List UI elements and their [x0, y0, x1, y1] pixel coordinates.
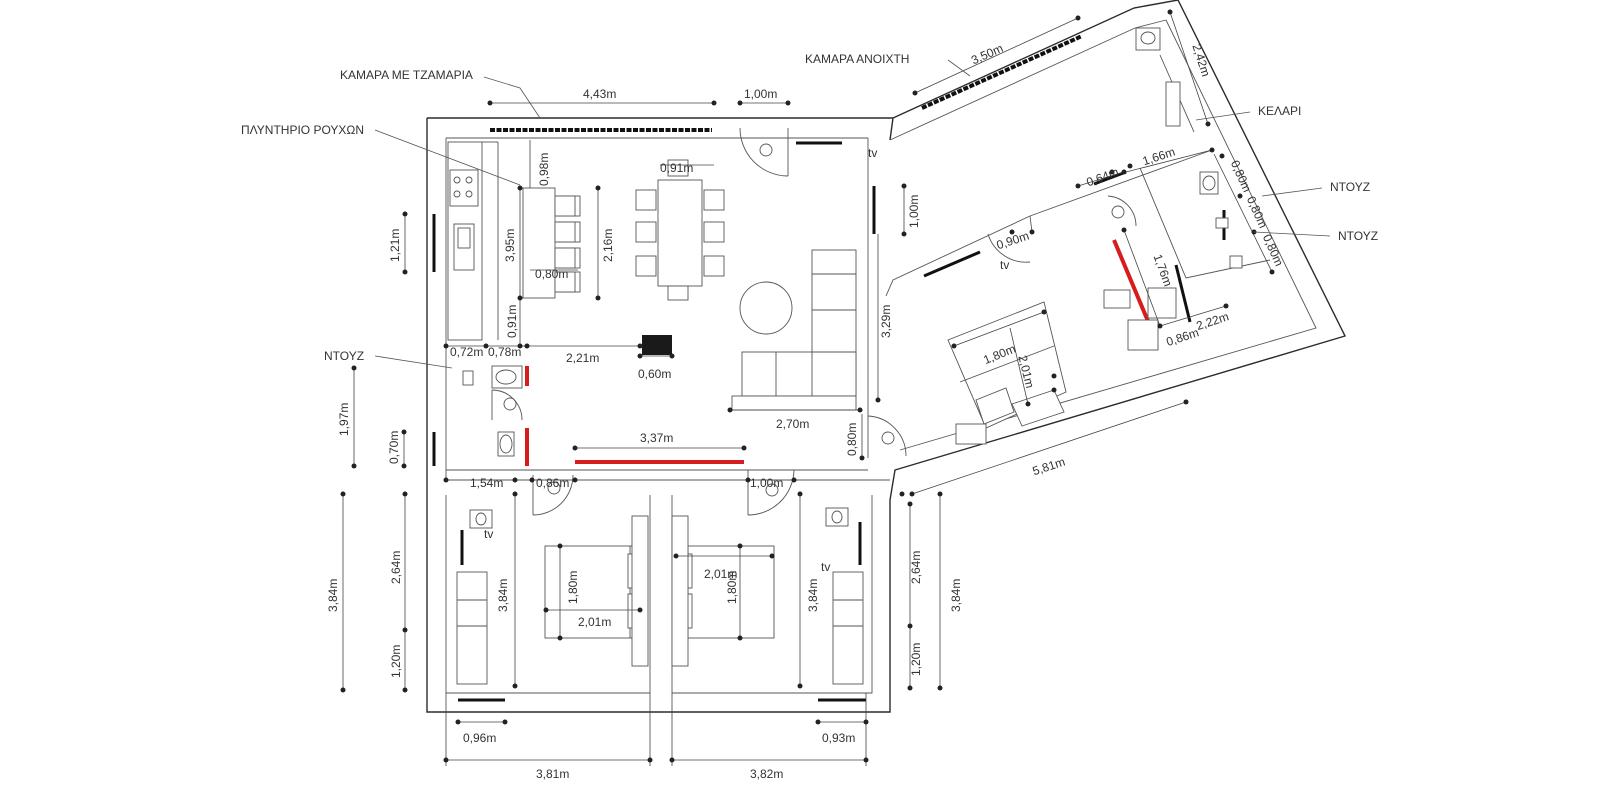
dim-080-c: 0,80m: [1260, 232, 1286, 268]
dim-197: 1,97m: [337, 403, 351, 436]
sofa: [731, 249, 857, 411]
dim-222: 2,22m: [1195, 309, 1231, 333]
dim-086-right: 0,86m: [1165, 325, 1201, 349]
label-kelari: ΚΕΛΑΡΙ: [1258, 104, 1301, 118]
fireplace: [642, 335, 672, 355]
windows: [432, 34, 1226, 702]
label-plyntirio: ΠΛΥΝΤΗΡΙΟ ΡΟΥΧΩΝ: [241, 123, 364, 137]
dim-395: 3,95m: [503, 229, 517, 262]
room-labels: ΚΑΜΑΡΑ ΜΕ ΤΖΑΜΑΡΙΑ ΠΛΥΝΤΗΡΙΟ ΡΟΥΧΩΝ ΚΑΜΑ…: [241, 52, 1378, 574]
dining-table: [635, 159, 725, 301]
dim-201-b1: 2,01m: [578, 615, 611, 629]
dim-350: 3,50m: [969, 41, 1005, 67]
dim-098: 0,98m: [537, 153, 551, 186]
dim-091-top: 0,91m: [660, 161, 693, 175]
bedroom-2: [671, 507, 864, 685]
dim-443: 4,43m: [583, 87, 616, 101]
leader-lines: [374, 59, 1331, 369]
dim-384-b: 3,84m: [496, 579, 510, 612]
dim-384-d: 3,84m: [949, 579, 963, 612]
label-ntouz-top: ΝΤΟΥΖ: [1330, 180, 1370, 194]
dim-120-b: 1,20m: [909, 643, 923, 676]
bedroom-right-wing: [947, 27, 1243, 445]
dim-384-c: 3,84m: [806, 579, 820, 612]
dim-337: 3,37m: [640, 431, 673, 445]
dim-070: 0,70m: [387, 431, 401, 464]
kitchen: [447, 141, 499, 341]
dim-080-kitchen: 0,80m: [535, 267, 568, 281]
dim-382: 3,82m: [750, 767, 783, 781]
round-table: [739, 281, 793, 335]
label-kamara-tzamaria: ΚΑΜΑΡΑ ΜΕ ΤΖΑΜΑΡΙΑ: [340, 68, 473, 82]
dim-154: 1,54m: [470, 476, 503, 490]
dim-264-a: 2,64m: [389, 551, 403, 584]
dim-180-b1: 1,80m: [566, 571, 580, 604]
bathroom-left: [462, 365, 523, 457]
label-tv-1: tv: [868, 146, 877, 160]
bedroom-1: [456, 509, 649, 685]
dim-242: 2,42m: [1189, 42, 1213, 78]
dim-329: 3,29m: [879, 305, 893, 338]
dimension-lines: [342, 11, 1273, 766]
dim-201-b2: 2,01m: [704, 567, 737, 581]
dim-093: 0,93m: [822, 731, 855, 745]
dim-121: 1,21m: [388, 229, 402, 262]
dim-581: 5,81m: [1031, 455, 1067, 479]
laundry-table: [522, 187, 581, 299]
dim-086-left: 0,86m: [536, 476, 569, 490]
dim-120-a: 1,20m: [389, 645, 403, 678]
dim-064: 0,64m: [1084, 165, 1120, 190]
dim-216: 2,16m: [601, 229, 615, 262]
dim-060: 0,60m: [638, 367, 671, 381]
dim-090: 0,90m: [995, 229, 1031, 253]
dim-080-b: 0,80m: [1244, 194, 1270, 230]
label-tv-4: tv: [821, 560, 830, 574]
dim-381: 3,81m: [536, 767, 569, 781]
dim-264-b: 2,64m: [909, 551, 923, 584]
dim-080-a: 0,80m: [1228, 158, 1254, 194]
red-walls: [525, 239, 1152, 466]
dim-384-a: 3,84m: [326, 579, 340, 612]
dim-176: 1,76m: [1151, 252, 1176, 288]
label-tv-3: tv: [484, 527, 493, 541]
label-ntouz-left: ΝΤΟΥΖ: [324, 349, 364, 363]
dim-270: 2,70m: [776, 417, 809, 431]
dim-091-left: 0,91m: [505, 305, 519, 338]
label-tv-2: tv: [1000, 258, 1009, 272]
label-kamara-anoixti: ΚΑΜΑΡΑ ΑΝΟΙΧΤΗ: [805, 52, 909, 66]
dim-078: 0,78m: [488, 345, 521, 359]
dimension-dots: [340, 9, 1275, 763]
label-ntouz-mid: ΝΤΟΥΖ: [1338, 229, 1378, 243]
dim-096: 0,96m: [463, 731, 496, 745]
dim-100-bedroom: 1,00m: [750, 476, 783, 490]
dim-072: 0,72m: [450, 345, 483, 359]
dim-100-top: 1,00m: [744, 87, 777, 101]
dim-221: 2,21m: [566, 351, 599, 365]
dim-180-b2: 1,80m: [725, 571, 739, 604]
dim-080-door: 0,80m: [845, 423, 859, 456]
dim-100-right: 1,00m: [907, 195, 921, 228]
